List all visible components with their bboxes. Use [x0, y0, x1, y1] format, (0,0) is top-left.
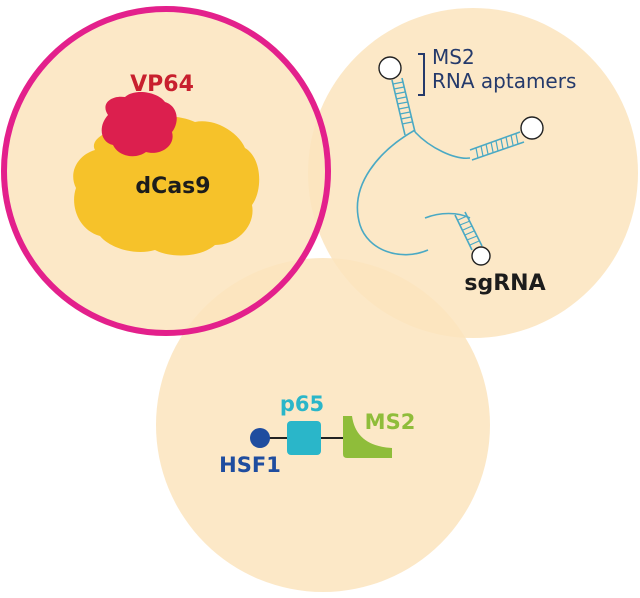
vp64-label: VP64 — [130, 72, 194, 97]
dcas9-label: dCas9 — [135, 174, 210, 199]
sgrna-structure — [356, 56, 544, 266]
top-stem-rungs — [392, 81, 413, 125]
right-loop — [520, 116, 544, 140]
sgrna-circle — [308, 8, 638, 338]
hsf1-label: HSF1 — [219, 453, 281, 477]
bottom-loop — [471, 246, 491, 266]
top-loop — [378, 56, 402, 80]
p65-label: p65 — [280, 392, 324, 416]
bottom-stem-rungs — [457, 215, 480, 246]
background-circles — [1, 6, 638, 592]
vp64-protein-shape — [101, 91, 177, 157]
ms2-coat-protein — [343, 416, 392, 458]
sgrna-backbone — [356, 129, 429, 256]
right-stem-rungs — [475, 133, 519, 159]
aptamer-bracket — [418, 53, 425, 96]
bottom-stem-left — [454, 214, 473, 251]
right-stem-top — [469, 131, 521, 151]
dcas9-highlight-ring — [1, 6, 331, 336]
ms2-aptamers-label-line1: MS2 — [432, 45, 475, 69]
activator-complex — [250, 416, 392, 458]
ms2-aptamers-label-line2: RNA aptamers — [432, 69, 576, 93]
p65-domain — [287, 421, 321, 455]
top-stem-right — [401, 77, 416, 133]
hsf1-domain — [250, 428, 270, 448]
sgrna-label: sgRNA — [464, 271, 545, 296]
right-hairpin-link — [414, 131, 471, 159]
ms2-protein-label: MS2 — [365, 410, 416, 434]
bottom-stem-right — [464, 211, 483, 247]
activator-circle — [156, 258, 490, 592]
